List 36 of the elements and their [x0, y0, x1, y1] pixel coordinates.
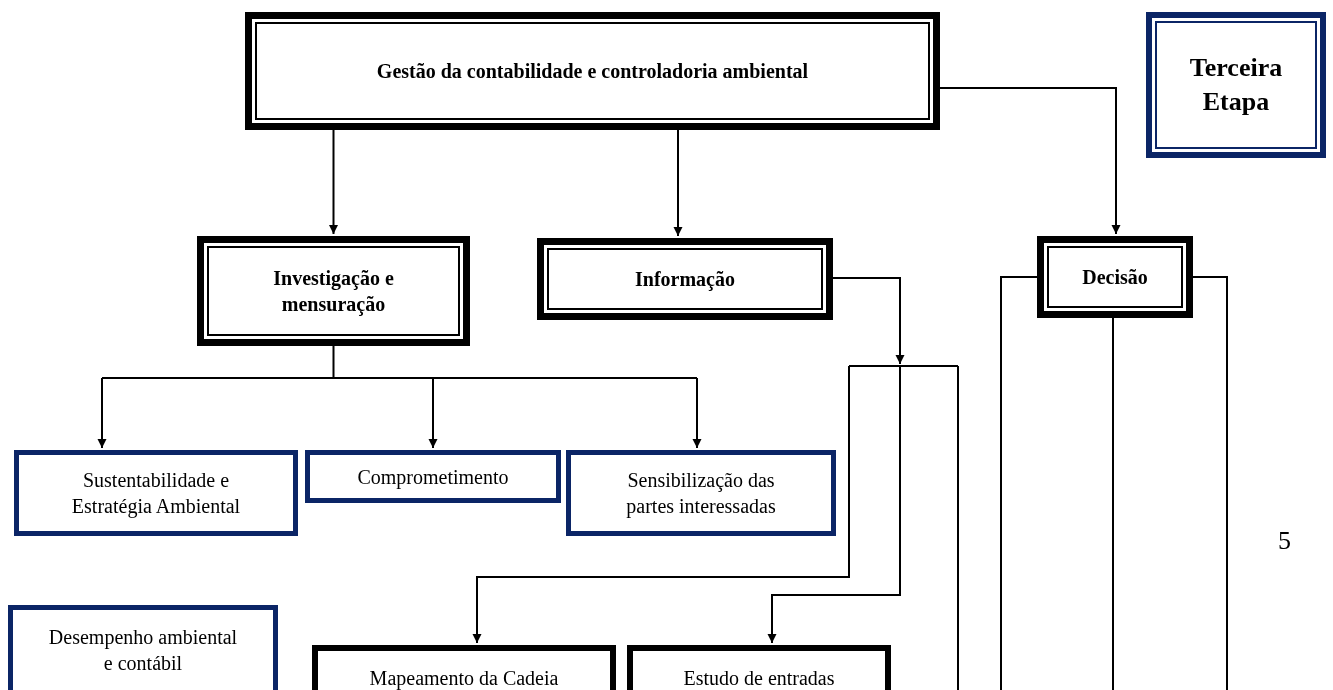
box-label: Comprometimento [357, 464, 509, 490]
box-label: Estudo de entradas [683, 666, 835, 690]
arrow [329, 129, 338, 235]
box-label: Informação [635, 267, 735, 292]
arrow [673, 129, 683, 237]
box-label: Desempenho ambiental e contábil [47, 625, 239, 676]
arrow [939, 87, 1121, 235]
page-number: 5 [1278, 526, 1291, 556]
process-box [197, 236, 470, 346]
arrow [692, 377, 702, 449]
process-box [305, 450, 561, 503]
connector-line [832, 277, 905, 365]
box-label: Sensibilização das partes interessadas [625, 468, 777, 519]
process-box [245, 12, 940, 130]
box-label: Mapeamento da Cadeia [369, 666, 559, 690]
arrow [472, 365, 850, 644]
process-box [14, 450, 298, 536]
arrow [428, 377, 438, 449]
box-label: Decisão [1082, 265, 1148, 290]
connector-line [101, 345, 698, 379]
box-label: Terceira Etapa [1188, 52, 1284, 118]
box-label: Gestão da contabilidade e controladoria ambiental [376, 59, 809, 84]
process-box [537, 238, 833, 320]
connector-line [1192, 276, 1228, 690]
process-box [8, 605, 278, 690]
box-label: Investigação e mensuração [272, 266, 395, 317]
connector-line [1000, 276, 1038, 690]
arrow [97, 377, 107, 449]
box-label: Sustentabilidade e Estratégia Ambiental [70, 468, 242, 519]
connector-line [848, 365, 959, 367]
connector-line [1112, 317, 1114, 690]
process-box [1037, 236, 1193, 318]
connector-line [957, 365, 959, 690]
process-box [566, 450, 836, 536]
arrow [767, 365, 901, 644]
process-box [1146, 12, 1326, 158]
